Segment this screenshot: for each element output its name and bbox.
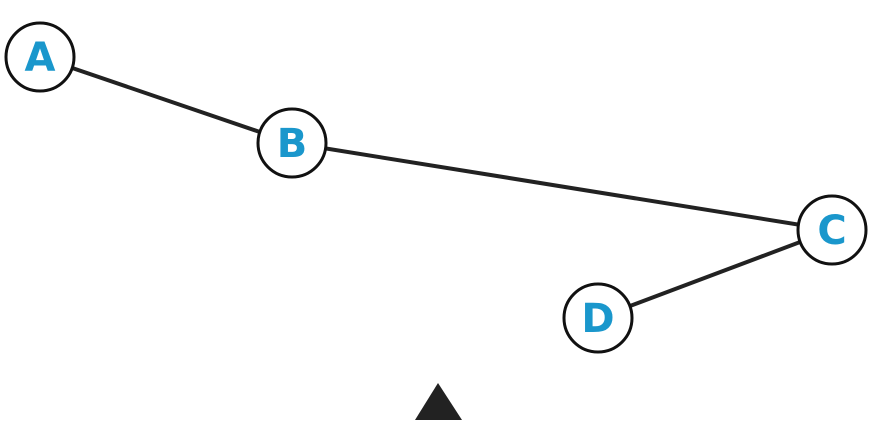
node-label: D	[581, 296, 614, 342]
edge-a-b	[38, 55, 294, 145]
node-b: B	[256, 107, 328, 179]
edge-b-c	[290, 141, 834, 232]
node-circle	[256, 107, 328, 179]
node-circle	[796, 194, 868, 266]
edges-layer	[38, 55, 834, 320]
nodes-layer: A B C D	[4, 21, 868, 354]
node-circle	[4, 21, 76, 93]
node-d: D	[562, 282, 634, 354]
node-circle	[562, 282, 634, 354]
node-label: B	[277, 121, 308, 167]
triangle-marker-icon	[415, 383, 462, 420]
node-label: C	[817, 208, 846, 254]
node-label: A	[25, 35, 56, 81]
edge-c-d	[596, 228, 834, 320]
node-c: C	[796, 194, 868, 266]
node-a: A	[4, 21, 76, 93]
